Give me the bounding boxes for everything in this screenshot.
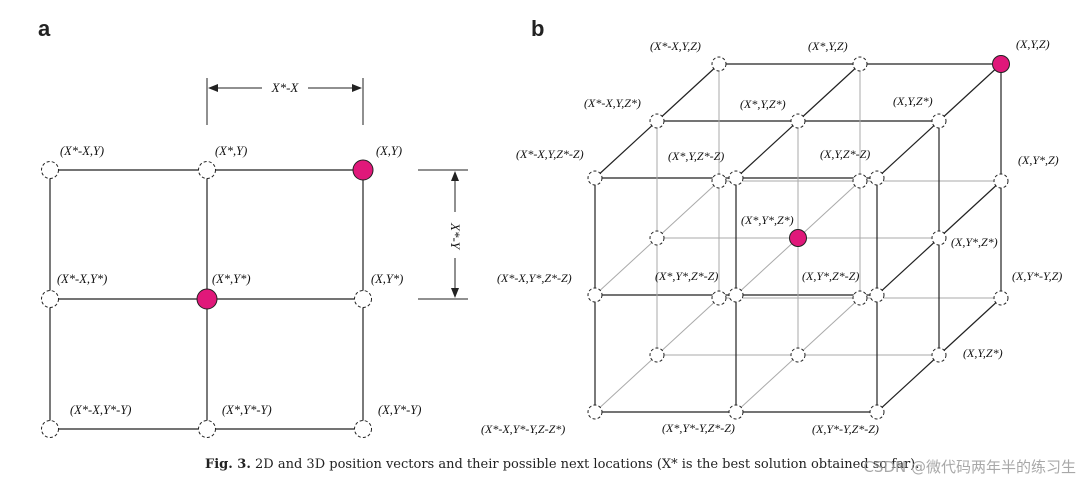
panel-a-node-label: (X,Y): [376, 144, 402, 158]
panel-a-node-label: (X*,Y*-Y): [222, 403, 272, 417]
panel-b-node-label: (X*-X,Y,Z): [650, 39, 701, 53]
panel-b-node-label: (X*,Y,Z*): [740, 97, 786, 111]
panel-a-node: [41, 290, 59, 308]
panel-b-lattice: [594, 63, 1002, 413]
panel-b-node: [587, 404, 603, 420]
panel-b-letter: b: [531, 16, 544, 41]
panel-b-node-label: (X,Y*-Y,Z*-Z): [812, 422, 879, 436]
caption-text: 2D and 3D position vectors and their pos…: [255, 457, 920, 472]
panel-a-nodes: (X*-X,Y) (X*,Y) (X,Y) (X*-X,Y*) (X*,Y*) (X,Y*…: [41, 144, 421, 438]
panel-b-node-label: (X*,Y,Z*-Z): [668, 149, 724, 163]
panel-b-node: [993, 173, 1009, 189]
panel-b-node: [790, 113, 806, 129]
panel-a-node: [41, 161, 59, 179]
panel-b-node: [869, 287, 885, 303]
panel-b-node: [711, 290, 727, 306]
panel-b-node: [711, 173, 727, 189]
panel-a-letter: a: [38, 16, 51, 41]
panel-b-node-label: (X,Y,Z*-Z): [820, 147, 870, 161]
panel-b-node-label: (X,Y,Z*): [893, 94, 933, 108]
panel-b-node: [931, 113, 947, 129]
panel-b-node-label: (X*-X,Y*-Y,Z-Z*): [481, 422, 565, 436]
dimension-label-y: X*-Y: [448, 222, 463, 251]
panel-a-node-label: (X,Y*-Y): [378, 403, 421, 417]
panel-b-node: [869, 404, 885, 420]
panel-b-node: [852, 290, 868, 306]
panel-a-node: [352, 159, 374, 181]
panel-b-node-label: (X,Y*-Y,Z): [1012, 269, 1062, 283]
panel-a-node: [198, 161, 216, 179]
panel-a-node: [354, 290, 372, 308]
panel-a-node-label: (X*-X,Y*): [57, 272, 107, 286]
panel-b-node-label: (X*-X,Y,Z*-Z): [516, 147, 584, 161]
panel-b-node: [789, 229, 807, 247]
panel-b-node-label: (X,Y,Z): [1016, 37, 1050, 51]
panel-b-node-label: (X*-X,Y,Z*): [584, 96, 641, 110]
panel-b-node-label: (X*,Y*,Z*): [741, 213, 794, 227]
panel-b-node: [992, 55, 1010, 73]
panel-a-node: [41, 420, 59, 438]
panel-a-node-label: (X*-X,Y*-Y): [70, 403, 131, 417]
panel-b-node-label: (X,Y*,Z*): [951, 235, 998, 249]
panel-b-node: [649, 113, 665, 129]
panel-b-node: [711, 56, 727, 72]
panel-a-node-label: (X*-X,Y): [60, 144, 104, 158]
panel-b-node-label: (X*,Y,Z): [808, 39, 848, 53]
watermark: CSDN @微代码两年半的练习生: [863, 458, 1076, 476]
panel-b-node: [931, 230, 947, 246]
panel-b-node: [649, 230, 665, 246]
panel-b-node-label: (X,Y*,Z): [1018, 153, 1059, 167]
panel-a-node: [354, 420, 372, 438]
panel-b-node-label: (X,Y*,Z*-Z): [802, 269, 859, 283]
panel-a-node: [198, 420, 216, 438]
panel-b-node: [728, 287, 744, 303]
caption-figure-number: Fig. 3.: [205, 457, 251, 472]
panel-a-grid: [49, 78, 468, 430]
panel-b-node: [728, 404, 744, 420]
panel-b-node: [587, 170, 603, 186]
panel-b-nodes: (X*-X,Y,Z) (X*,Y,Z) (X,Y,Z) (X*-X,Y,Z*) (X*,…: [481, 37, 1062, 436]
panel-a-node: [196, 288, 218, 310]
panel-b-node: [869, 170, 885, 186]
panel-b-node: [993, 290, 1009, 306]
dimension-label-x: X*-X: [271, 80, 300, 95]
panel-b-node: [790, 347, 806, 363]
panel-a-node-label: (X*,Y*): [212, 272, 251, 286]
panel-b-node-label: (X,Y,Z*): [963, 346, 1003, 360]
figure-caption: Fig. 3. 2D and 3D position vectors and t…: [205, 457, 1085, 472]
panel-a-node-label: (X,Y*): [371, 272, 403, 286]
panel-b-node: [728, 170, 744, 186]
panel-b-node: [587, 287, 603, 303]
panel-b-node-label: (X*-X,Y*,Z*-Z): [497, 271, 572, 285]
panel-b-node: [931, 347, 947, 363]
panel-b-node: [852, 56, 868, 72]
panel-b-node: [852, 173, 868, 189]
panel-b-node-label: (X*,Y*,Z*-Z): [655, 269, 718, 283]
panel-a-node-label: (X*,Y): [215, 144, 247, 158]
panel-b-node: [649, 347, 665, 363]
panel-b-node-label: (X*,Y*-Y,Z*-Z): [662, 421, 735, 435]
